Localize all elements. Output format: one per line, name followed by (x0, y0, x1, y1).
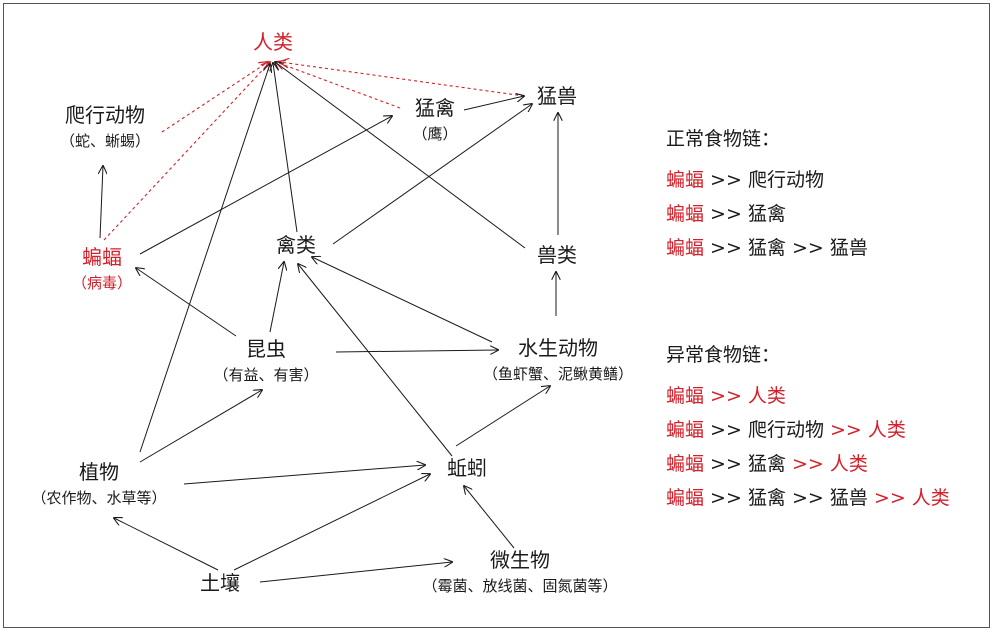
edge-insect-to-bird (269, 262, 284, 333)
node-plant-label: 植物 (79, 460, 119, 484)
node-microbe: 微生物 （霉菌、放线菌、固氮菌等） (405, 548, 635, 596)
node-bird-label: 禽类 (276, 233, 316, 257)
node-raptor: 猛禽 （鹰） (400, 96, 470, 144)
legend-abnormal-title: 异常食物链： (666, 344, 781, 366)
node-mammal-label: 兽类 (537, 243, 577, 267)
edge-beast-to-human (280, 62, 525, 97)
node-aquatic: 水生动物 （鱼虾蟹、泥鳅黄鳝） (468, 336, 648, 384)
node-soil-label: 土壤 (200, 571, 240, 595)
edge-plant-to-human (139, 64, 270, 453)
legend_abnormal-row-1-seg-0: 蝙蝠 (666, 419, 705, 441)
legend_normal-row-0-seg-1: >> (704, 169, 748, 191)
legend_normal-row-2-seg-4: 猛兽 (829, 237, 868, 259)
node-worm: 蚯蚓 (432, 456, 502, 481)
node-aquatic-label: 水生动物 (518, 336, 598, 360)
legend_abnormal-row-3-seg-2: 猛禽 (747, 487, 786, 509)
edge-soil-to-plant (114, 518, 219, 571)
edge-plant-to-insect (139, 390, 262, 463)
legend_abnormal-row-3-seg-1: >> (704, 487, 748, 509)
edge-raptor-to-human (276, 62, 401, 109)
legend_normal-row-1-seg-1: >> (704, 203, 748, 225)
node-human-label: 人类 (253, 30, 293, 54)
node-microbe-label: 微生物 (490, 548, 550, 572)
edge-bat-to-human (103, 62, 270, 241)
legend-normal-title: 正常食物链： (666, 128, 781, 150)
legend_normal-row-2: 蝙蝠 >> 猛禽 >> 猛兽 (666, 233, 868, 267)
node-reptile: 爬行动物 （蛇、蜥蜴） (50, 103, 160, 151)
node-soil: 土壤 (190, 571, 250, 596)
legend_normal-row-2-seg-2: 猛禽 (747, 237, 786, 259)
legend_abnormal-row-3-seg-0: 蝙蝠 (666, 487, 705, 509)
edge-soil-to-microbe (259, 562, 452, 583)
edge-worm-to-bird (298, 264, 453, 457)
legend_abnormal-row-3-seg-5: >> 人类 (867, 487, 950, 509)
node-microbe-sub: （霉菌、放线菌、固氮菌等） (422, 577, 618, 595)
legend_abnormal-row-0: 蝙蝠 >> 人类 (666, 381, 950, 415)
edge-bird-to-human (273, 63, 298, 233)
edge-microbe-to-worm (464, 486, 515, 549)
edge-insect-to-aquatic (335, 350, 498, 352)
legend_normal-row-0: 蝙蝠 >> 爬行动物 (666, 165, 868, 199)
edge-mammal-to-human (275, 62, 526, 249)
edge-aquatic-to-bird (312, 257, 493, 343)
node-mammal: 兽类 (527, 243, 587, 268)
legend-normal-chain: 正常食物链： 蝙蝠 >> 爬行动物蝙蝠 >> 猛禽蝙蝠 >> 猛禽 >> 猛兽 (666, 124, 868, 267)
node-worm-label: 蚯蚓 (447, 456, 487, 480)
edge-insect-to-bat (136, 268, 237, 337)
legend_normal-row-1-seg-2: 猛禽 (747, 203, 786, 225)
diagram-frame (3, 3, 990, 628)
legend-abnormal-chain: 异常食物链： 蝙蝠 >> 人类蝙蝠 >> 爬行动物 >> 人类蝙蝠 >> 猛禽 … (666, 340, 950, 517)
node-beast: 猛兽 (527, 84, 587, 109)
node-reptile-label: 爬行动物 (65, 103, 145, 127)
edge-bird-to-beast (332, 104, 532, 245)
node-beast-label: 猛兽 (537, 84, 577, 108)
legend_abnormal-row-2-seg-0: 蝙蝠 (666, 453, 705, 475)
edge-plant-to-worm (183, 465, 425, 485)
node-reptile-sub: （蛇、蜥蜴） (59, 132, 150, 150)
legend_abnormal-row-1-seg-2: 爬行动物 (747, 419, 824, 441)
node-raptor-sub: （鹰） (412, 125, 458, 143)
legend_normal-row-1-seg-0: 蝙蝠 (666, 203, 705, 225)
legend_normal-row-0-seg-0: 蝙蝠 (666, 169, 705, 191)
node-bat: 蝙蝠 （病毒） (62, 245, 142, 293)
node-bat-sub: （病毒） (71, 274, 132, 292)
legend-normal-rows: 蝙蝠 >> 爬行动物蝙蝠 >> 猛禽蝙蝠 >> 猛禽 >> 猛兽 (666, 165, 868, 267)
node-raptor-label: 猛禽 (415, 96, 455, 120)
node-insect: 昆虫 （有益、有害） (196, 337, 336, 385)
edge-soil-to-worm (233, 474, 430, 571)
legend_abnormal-row-0-seg-0: 蝙蝠 (666, 385, 705, 407)
node-aquatic-sub: （鱼虾蟹、泥鳅黄鳝） (482, 365, 633, 383)
edge-bat-to-reptile (100, 166, 103, 239)
legend_abnormal-row-3-seg-4: 猛兽 (829, 487, 868, 509)
node-plant-sub: （农作物、水草等） (31, 489, 167, 507)
legend_abnormal-row-2-seg-3: >> 人类 (785, 453, 868, 475)
node-plant: 植物 （农作物、水草等） (14, 460, 184, 508)
legend_normal-row-0-seg-2: 爬行动物 (747, 169, 824, 191)
legend_normal-row-1: 蝙蝠 >> 猛禽 (666, 199, 868, 233)
legend_abnormal-row-3-seg-3: >> (785, 487, 830, 509)
legend_abnormal-row-1-seg-3: >> 人类 (823, 419, 906, 441)
legend_abnormal-row-3: 蝙蝠 >> 猛禽 >> 猛兽 >> 人类 (666, 483, 950, 517)
edge-bat-to-raptor (139, 116, 392, 255)
edge-worm-to-aquatic (455, 386, 550, 447)
legend_abnormal-row-2-seg-1: >> (704, 453, 748, 475)
legend_normal-row-2-seg-0: 蝙蝠 (666, 237, 705, 259)
legend-abnormal-rows: 蝙蝠 >> 人类蝙蝠 >> 爬行动物 >> 人类蝙蝠 >> 猛禽 >> 人类蝙蝠… (666, 381, 950, 517)
legend_abnormal-row-0-seg-1: >> 人类 (704, 385, 786, 407)
node-bat-label: 蝙蝠 (82, 245, 122, 269)
node-human: 人类 (246, 30, 300, 55)
legend_abnormal-row-2: 蝙蝠 >> 猛禽 >> 人类 (666, 449, 950, 483)
node-insect-label: 昆虫 (246, 337, 286, 361)
edge-raptor-to-beast (463, 96, 524, 111)
node-bird: 禽类 (266, 233, 326, 258)
legend_normal-row-2-seg-1: >> (704, 237, 748, 259)
legend_abnormal-row-1-seg-1: >> (704, 419, 748, 441)
node-insect-sub: （有益、有害） (213, 366, 319, 384)
legend_normal-row-2-seg-3: >> (785, 237, 830, 259)
legend_abnormal-row-1: 蝙蝠 >> 爬行动物 >> 人类 (666, 415, 950, 449)
legend_abnormal-row-2-seg-2: 猛禽 (747, 453, 786, 475)
